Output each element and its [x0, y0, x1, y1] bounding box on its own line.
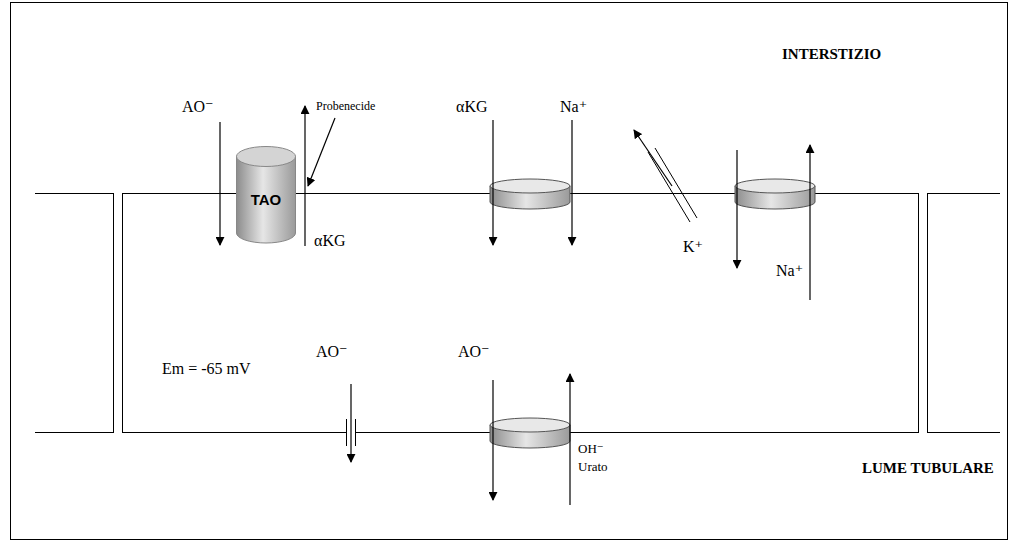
flux-arrow	[219, 122, 220, 245]
cell-border	[927, 193, 928, 433]
region-label: INTERSTIZIO	[782, 46, 881, 63]
ion-label: Na⁺	[560, 98, 587, 116]
flux-arrows	[220, 106, 810, 505]
channel-wall	[346, 419, 347, 446]
channel-wall	[655, 148, 697, 218]
ion-label: Na⁺	[776, 262, 803, 280]
flux-arrow	[492, 120, 493, 245]
membrane-line	[35, 432, 113, 433]
flux-arrow	[492, 380, 493, 500]
ion-label: αKG	[314, 232, 346, 250]
cell-membranes	[35, 193, 1000, 433]
transporter-name: TAO	[251, 192, 282, 209]
exchanger-drum	[490, 418, 570, 448]
channel-wall	[355, 419, 356, 446]
flux-arrow	[634, 130, 672, 186]
cell-border	[113, 193, 114, 433]
membrane-line	[35, 193, 113, 194]
membrane-line	[927, 432, 1000, 433]
flux-arrow	[809, 145, 810, 300]
transporter-cylinder: TAO	[236, 146, 296, 244]
ion-label: Urato	[578, 460, 608, 474]
ion-label: αKG	[456, 98, 488, 116]
ion-label: Probenecide	[316, 100, 375, 113]
cylinder-top	[237, 147, 296, 167]
flux-arrow	[736, 150, 737, 268]
ion-label: OH⁻	[578, 442, 604, 456]
ion-label: AO⁻	[316, 343, 348, 361]
channel-wall	[648, 152, 690, 222]
flux-arrow	[350, 384, 351, 462]
channels	[346, 148, 697, 446]
transporter-drums	[490, 179, 815, 448]
ion-label: AO⁻	[182, 98, 214, 116]
cylinder-body	[237, 156, 296, 243]
flux-arrow	[571, 120, 572, 245]
flux-arrow	[304, 106, 305, 246]
ion-label: K⁺	[683, 238, 703, 256]
leader-line	[308, 118, 335, 186]
region-label: LUME TUBULARE	[862, 460, 994, 477]
pump-drum	[735, 179, 815, 209]
membrane-line	[927, 193, 1000, 194]
ion-label: AO⁻	[458, 343, 490, 361]
frame	[11, 3, 1008, 540]
flux-arrow	[569, 374, 570, 505]
cell-border	[918, 193, 919, 433]
cell-border	[122, 193, 123, 433]
cotransporter-drum	[490, 179, 570, 209]
ion-label: Em = -65 mV	[162, 360, 251, 378]
